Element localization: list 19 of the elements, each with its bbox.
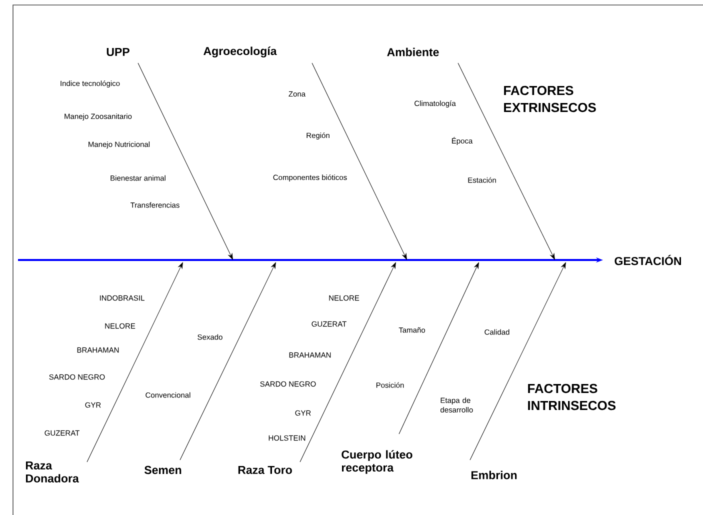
bone-arrow <box>86 262 183 462</box>
category-label: Ambiente <box>387 48 439 56</box>
category-label: UPP <box>106 48 130 56</box>
effect-label: GESTACIÓN <box>614 254 681 266</box>
bone-arrow <box>470 262 566 460</box>
bone-arrow <box>138 62 233 260</box>
bone-arrow <box>300 262 396 462</box>
group-heading: FACTORES INTRINSECOS <box>528 384 616 410</box>
category-label: Semen <box>144 466 182 474</box>
category-label: Raza Donadora <box>26 462 79 482</box>
bone-arrow <box>398 262 479 434</box>
category-label: Embrion <box>471 470 517 480</box>
bone-arrow <box>312 62 407 260</box>
category-label: Agroecología <box>204 46 277 58</box>
bone-arrow <box>458 62 555 260</box>
category-label: Raza Toro <box>238 466 292 474</box>
group-heading: FACTORES EXTRINSECOS <box>504 86 596 112</box>
bone-arrow <box>180 262 276 460</box>
category-label: Cuerpo lúteo receptora <box>342 450 412 474</box>
